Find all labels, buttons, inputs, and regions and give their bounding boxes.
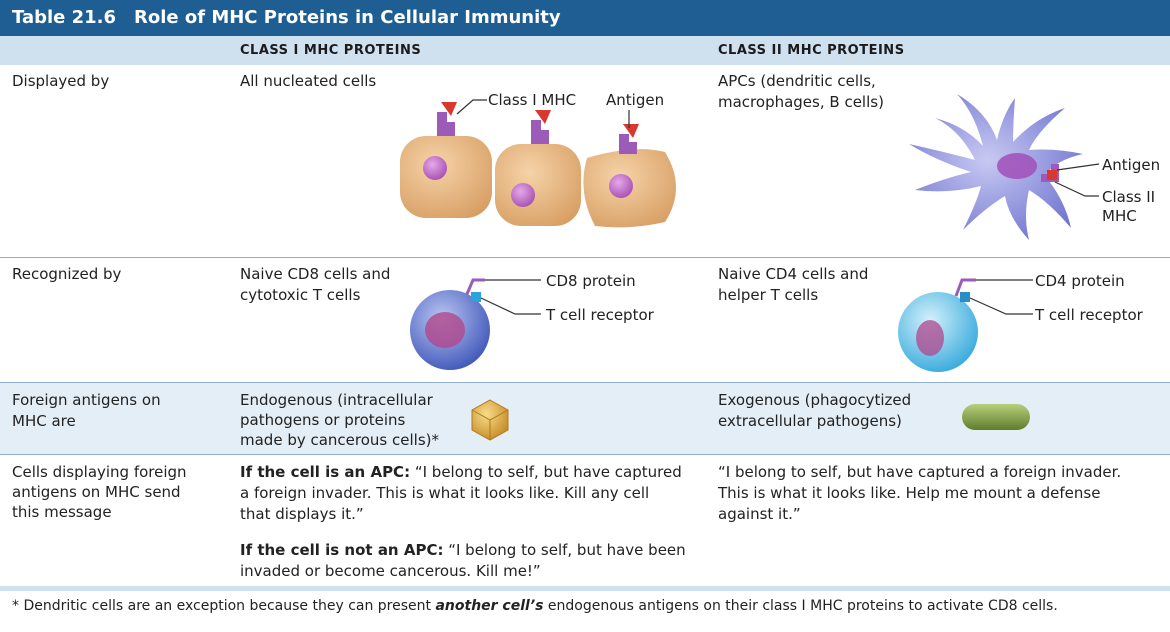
t-cell-receptor-icon xyxy=(960,292,970,302)
row-label-message: Cells displaying foreign antigens on MHC… xyxy=(12,462,222,522)
class1-message-not-apc: If the cell is not an APC: “I belong to … xyxy=(240,540,700,582)
footnote: * Dendritic cells are an exception becau… xyxy=(12,598,1058,614)
bacterium-icon xyxy=(962,404,1030,430)
text-line: cytotoxic T cells xyxy=(240,286,361,304)
class2-mhc-label: Class II MHC xyxy=(1102,188,1155,226)
nucleated-cell xyxy=(400,136,492,218)
table-title: Role of MHC Proteins in Cellular Immunit… xyxy=(134,7,561,28)
text-span: “I belong to self, but have captured xyxy=(410,463,682,481)
table-number: Table 21.6 xyxy=(12,7,117,28)
text-line: Foreign antigens on xyxy=(12,391,161,409)
antigen-icon xyxy=(535,110,551,124)
text-line: MHC xyxy=(1102,207,1137,225)
class2-recognized-by: Naive CD4 cells and helper T cells xyxy=(718,264,1158,306)
cd8-protein-label: CD8 protein xyxy=(546,272,636,290)
cd4-protein-label: CD4 protein xyxy=(1035,272,1125,290)
antigen-icon xyxy=(441,102,457,116)
footnote-text: endogenous antigens on their class I MHC… xyxy=(543,598,1058,614)
t-cell-receptor-label: T cell receptor xyxy=(546,306,654,324)
class2-antigen-type: Exogenous (phagocytized extracellular pa… xyxy=(718,390,1158,432)
text-line: a foreign invader. This is what it looks… xyxy=(240,484,650,502)
text-line: Naive CD8 cells and xyxy=(240,265,391,283)
nucleus xyxy=(511,183,535,207)
text-line: invaded or become cancerous. Kill me!” xyxy=(240,562,541,580)
cytotoxic-t-cell-illustration xyxy=(410,278,541,370)
dendritic-cell-illustration xyxy=(909,94,1100,240)
text-span: “I belong to self, but have been xyxy=(443,541,686,559)
text-line: Exogenous (phagocytized xyxy=(718,391,912,409)
column-header-class2: CLASS II MHC PROTEINS xyxy=(718,43,905,58)
antigen-icon xyxy=(1047,170,1057,180)
text-line: Class II xyxy=(1102,188,1156,206)
nucleus xyxy=(423,156,447,180)
text-line: that displays it.” xyxy=(240,505,364,523)
text-line: this message xyxy=(12,503,112,521)
leader-line xyxy=(480,297,541,315)
dendritic-cell xyxy=(909,94,1083,240)
virus-icon xyxy=(471,399,509,441)
nucleated-cells-illustration xyxy=(400,99,676,228)
nucleus xyxy=(916,320,944,356)
table-row xyxy=(0,455,1170,586)
text-line: If the cell is an APC: “I belong to self… xyxy=(240,462,700,483)
column-header-class1: CLASS I MHC PROTEINS xyxy=(240,43,422,58)
text-line: If the cell is not an APC: “I belong to … xyxy=(240,540,700,561)
table-bottom-bar xyxy=(0,586,1170,591)
text-line: APCs (dendritic cells, xyxy=(718,72,876,90)
antigen-label: Antigen xyxy=(1102,156,1161,174)
leader-line xyxy=(1054,181,1099,197)
text-line: Cells displaying foreign xyxy=(12,463,187,481)
text-line: Endogenous (intracellular xyxy=(240,391,433,409)
row-label-displayed-by: Displayed by xyxy=(12,72,110,90)
class1-mhc-icon xyxy=(619,134,637,154)
t-cell-receptor-label: T cell receptor xyxy=(1035,306,1143,324)
class1-mhc-label: Class I MHC xyxy=(488,91,577,109)
class1-mhc-icon xyxy=(437,112,455,136)
leader-line xyxy=(969,297,1033,315)
apc-lead: If the cell is an APC: xyxy=(240,463,411,481)
class1-mhc-icon xyxy=(531,120,549,144)
class2-displayed-by: APCs (dendritic cells, macrophages, B ce… xyxy=(718,71,1158,113)
text-line: extracellular pathogens) xyxy=(718,412,902,430)
text-line: MHC are xyxy=(12,412,76,430)
footnote-emphasis: another cell’s xyxy=(435,598,544,614)
cd8-protein-icon xyxy=(465,278,485,295)
cd4-protein-icon xyxy=(954,278,976,297)
class2-message: “I belong to self, but have captured a f… xyxy=(718,462,1158,525)
text-line: pathogens or proteins xyxy=(240,411,406,429)
text-line: macrophages, B cells) xyxy=(718,93,884,111)
nucleated-cell xyxy=(495,144,581,226)
antigen-label: Antigen xyxy=(606,91,665,109)
text-line: against it.” xyxy=(718,505,801,523)
row-label-recognized-by: Recognized by xyxy=(12,265,122,283)
leader-line xyxy=(456,99,487,115)
helper-t-cell-illustration xyxy=(898,278,1033,372)
nucleus xyxy=(609,174,633,198)
text-line: This is what it looks like. Help me moun… xyxy=(718,484,1101,502)
row-divider xyxy=(0,382,1170,383)
antigen-icon xyxy=(623,124,639,138)
nucleus xyxy=(425,312,465,348)
text-line: Naive CD4 cells and xyxy=(718,265,869,283)
not-apc-lead: If the cell is not an APC: xyxy=(240,541,444,559)
row-label-foreign-antigens: Foreign antigens on MHC are xyxy=(12,390,222,432)
class1-displayed-by: All nucleated cells xyxy=(240,72,377,90)
class1-antigen-type: Endogenous (intracellular pathogens or p… xyxy=(240,390,700,450)
footnote-text: * Dendritic cells are an exception becau… xyxy=(12,598,436,614)
row-divider xyxy=(0,454,1170,455)
nucleus xyxy=(997,153,1037,179)
t-cell-receptor-icon xyxy=(471,292,481,302)
column-header-row: CLASS I MHC PROTEINS CLASS II MHC PROTEI… xyxy=(0,36,1170,65)
table-title-bar: Table 21.6 Role of MHC Proteins in Cellu… xyxy=(0,0,1170,36)
class1-recognized-by: Naive CD8 cells and cytotoxic T cells xyxy=(240,264,700,306)
row-divider xyxy=(0,257,1170,258)
text-line: “I belong to self, but have captured a f… xyxy=(718,463,1122,481)
text-line: helper T cells xyxy=(718,286,819,304)
text-line: made by cancerous cells)* xyxy=(240,431,439,449)
class1-message-apc: If the cell is an APC: “I belong to self… xyxy=(240,462,700,525)
leader-line xyxy=(1056,163,1100,171)
text-line: antigens on MHC send xyxy=(12,483,181,501)
